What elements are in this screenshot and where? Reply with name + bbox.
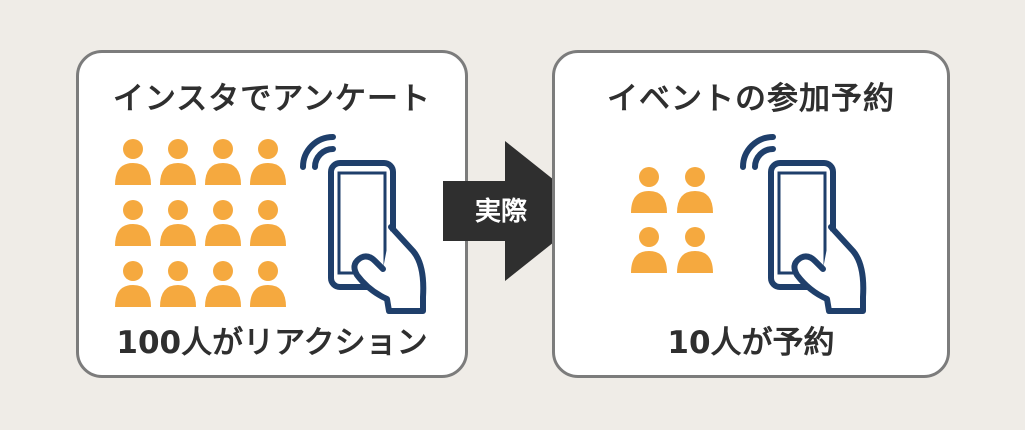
survey-people-grid [113, 137, 293, 313]
person-icon [158, 259, 198, 309]
person-icon [113, 259, 153, 309]
survey-panel-title: インスタでアンケート [112, 81, 432, 117]
person-icon [248, 137, 288, 187]
person-icon [248, 259, 288, 309]
person-icon [248, 198, 288, 248]
arrow-right-icon [443, 141, 593, 281]
reservation-panel: イベントの参加予約 10人が予約 [552, 50, 950, 378]
reservation-panel-title: イベントの参加予約 [607, 81, 895, 117]
person-icon [113, 137, 153, 187]
smartphone-hand-icon [740, 134, 867, 314]
person-icon [629, 165, 669, 215]
survey-panel-caption: 100人がリアクション [116, 325, 428, 361]
person-icon [203, 259, 243, 309]
person-icon [629, 225, 669, 275]
person-icon [113, 198, 153, 248]
person-icon [675, 165, 715, 215]
arrow-label: 実際 [474, 197, 527, 227]
signal-waves-icon [300, 134, 336, 170]
person-icon [675, 225, 715, 275]
person-icon [203, 198, 243, 248]
person-icon [158, 198, 198, 248]
survey-panel: インスタでアンケート 100人がリアクション [76, 50, 468, 378]
smartphone-hand-icon [300, 134, 427, 314]
reservation-panel-caption: 10人が予約 [667, 325, 835, 361]
signal-waves-icon [740, 134, 776, 170]
person-icon [203, 137, 243, 187]
person-icon [158, 137, 198, 187]
reservation-people-grid [629, 165, 719, 285]
